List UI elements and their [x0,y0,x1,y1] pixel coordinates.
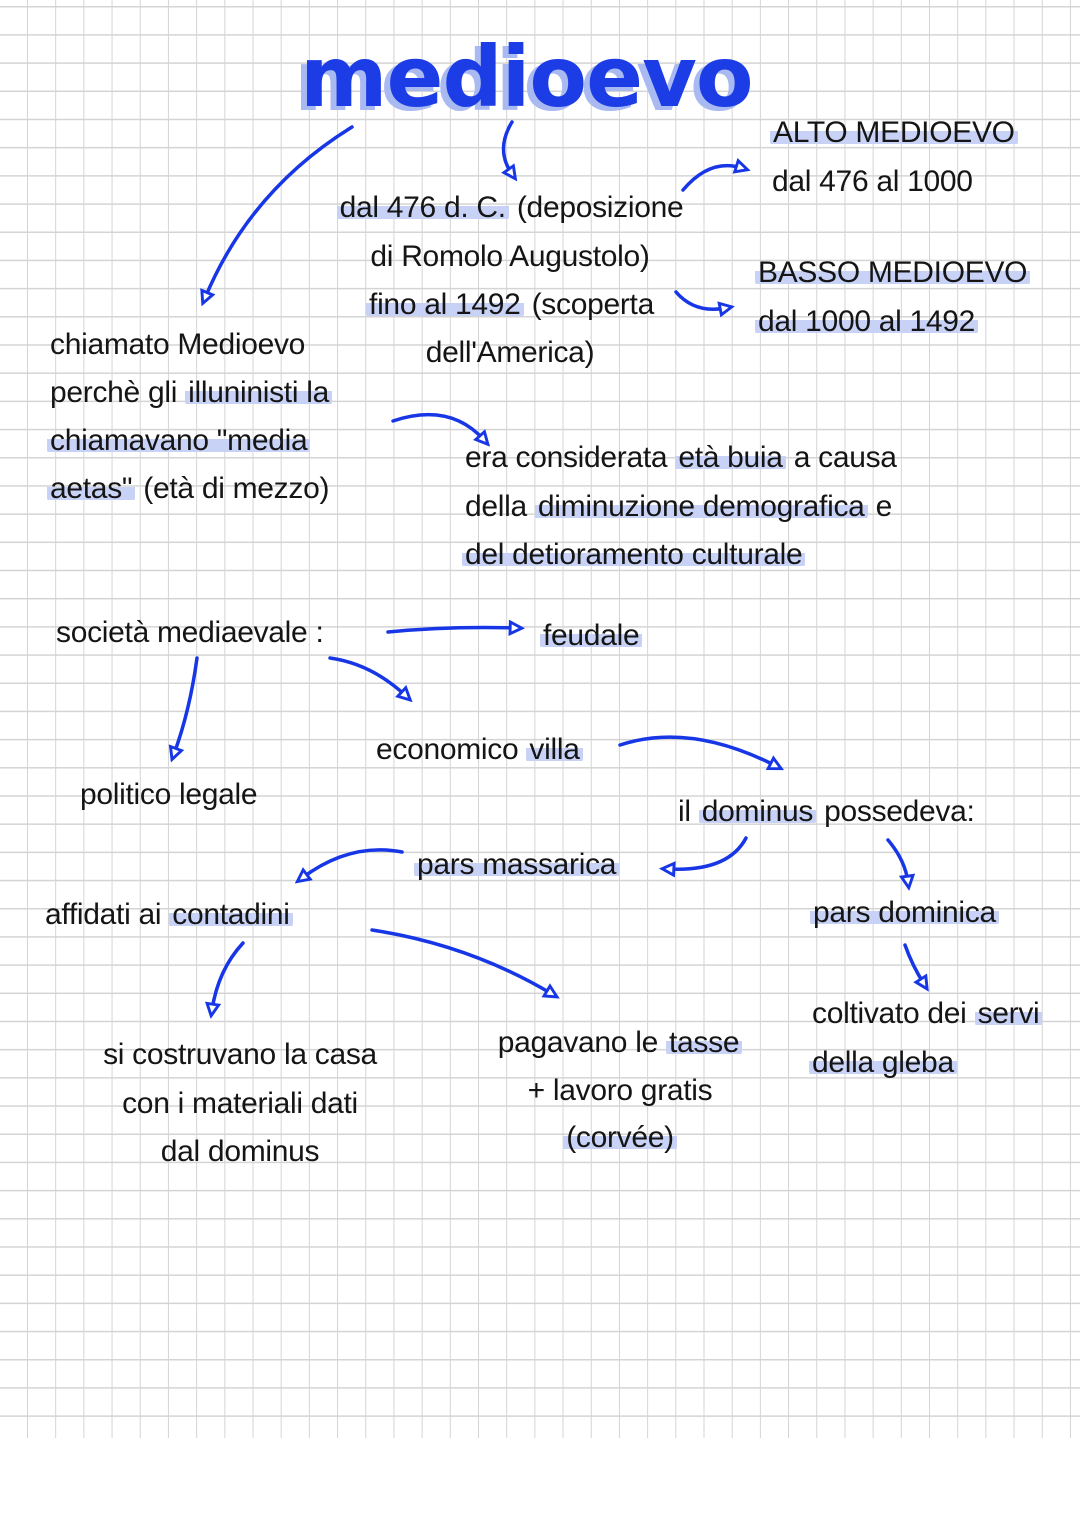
casa-line: con i materiali dati [122,1087,358,1120]
basso-heading: BASSO MEDIOEVO [755,256,1031,289]
alto-range: dal 476 al 1000 [772,165,973,198]
text: (scoperta [523,288,655,321]
highlight: chiamavano "media [47,424,311,457]
politico: politico legale [80,778,258,811]
highlight: (corvée) [563,1121,677,1154]
text-line: chiamavano "media [47,423,311,459]
economico: economico villa [376,732,583,768]
grid-paper [0,0,1080,1438]
pars-massarica: pars massarica [414,848,620,881]
text: (deposizione [508,191,684,224]
arrow-affidati-to-casa [212,941,245,1010]
highlight: diminuzione demografica [534,490,868,523]
feudale: feudale [540,619,643,652]
text-line: perchè gli illuninisti la [50,375,332,411]
highlight: fino al 1492 [366,288,524,321]
highlight: dal 476 d. C. [336,191,509,224]
highlight: dominus [698,795,817,828]
arrow-dominica-to-servi [903,943,924,984]
arrow-society-to-politico [174,656,199,754]
tasse-line: (corvée) [440,1120,800,1156]
text-line: di Romolo Augustolo) [370,240,650,273]
arrow-affidati-to-tasse [370,928,552,994]
arrow-date-to-alto [681,166,742,192]
highlight: tasse [666,1026,743,1059]
pars-dominica: pars dominica [810,896,999,929]
highlight: della gleba [809,1046,957,1079]
text-line: fino al 1492 (scoperta [300,287,720,323]
text-line: del detioramento culturale [462,537,806,573]
arrow-society-to-economico [328,656,406,696]
tasse-line: pagavano le tasse [440,1025,800,1061]
arrow-massarica-to-affidati [302,848,404,878]
highlight: contadini [169,898,293,931]
arrow-dominus-to-dominica [886,838,908,882]
arrow-society-to-feudale [386,628,516,633]
text-line: della diminuzione demografica e [465,490,892,523]
dominus-possedeva: il dominus possedeva: [678,795,975,828]
highlight: illuninisti la [185,376,332,409]
highlight: villa [526,733,583,766]
arrow-villa-to-dominus [618,735,776,766]
text-line: dal 476 d. C. (deposizione [300,190,720,226]
basso-range: dal 1000 al 1492 [755,305,979,338]
highlight: aetas" [47,472,136,505]
servi-line: coltivato dei servi [812,996,1043,1032]
highlight: del detioramento culturale [462,538,806,571]
highlight: servi [974,997,1043,1030]
page-title: medioevo [300,28,754,126]
arrow-title-to-name [205,125,354,298]
arrows-layer [0,120,1080,1440]
servi-line: della gleba [809,1045,957,1081]
text-line: chiamato Medioevo [50,328,306,361]
arrow-date-to-basso [674,290,726,309]
arrow-title-to-date [504,120,513,174]
casa-line: si costruvano la casa [103,1038,377,1071]
society-label: società mediaevale : [56,616,324,649]
tasse-line: + lavoro gratis [527,1074,713,1107]
highlight: età buia [675,441,786,474]
alto-heading: ALTO MEDIOEVO [770,116,1018,149]
arrow-dominus-to-massarica [668,836,748,869]
affidati: affidati ai contadini [45,897,293,933]
arrow-name-to-darkage [391,412,484,440]
casa-line: dal dominus [160,1135,320,1168]
text-line: dell'America) [425,336,595,369]
text-line: aetas" (età di mezzo) [47,471,329,507]
text-line: era considerata età buia a causa [465,441,897,474]
